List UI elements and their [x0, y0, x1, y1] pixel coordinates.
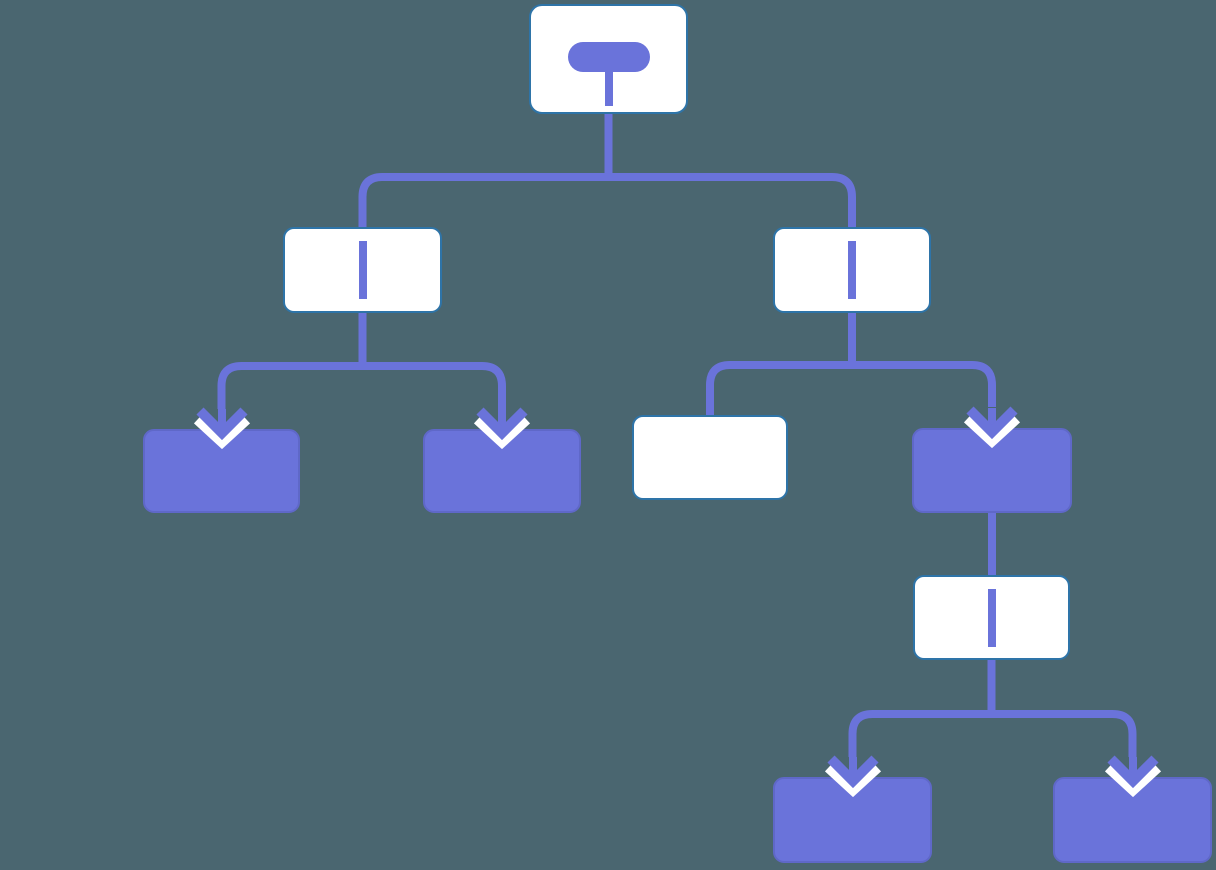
node-target-far-left [143, 407, 300, 513]
node-target-mid-right [912, 406, 1072, 513]
node-branch-lower [913, 575, 1070, 660]
node-start-root [529, 4, 688, 114]
connector-split-top [358, 173, 856, 229]
start-stem [604, 72, 613, 106]
chevron-arrow-icon [473, 407, 531, 450]
node-branch-left [283, 227, 442, 313]
connector-split-left [217, 362, 506, 409]
node-target-mid-left [423, 407, 581, 513]
connector-split-right [706, 361, 996, 417]
pass-through-bar [987, 589, 996, 647]
connector-split-bottom [848, 710, 1137, 757]
pass-through-bar [848, 241, 856, 299]
node-branch-right [773, 227, 931, 313]
start-pill [567, 42, 650, 72]
chevron-arrow-icon [193, 407, 250, 450]
chevron-arrow-icon [824, 755, 881, 798]
chevron-arrow-icon [1104, 755, 1161, 798]
node-target-bottom-right [1053, 755, 1212, 863]
pass-through-bar [358, 241, 367, 299]
node-plain-node [632, 415, 788, 500]
chevron-arrow-icon [963, 406, 1021, 449]
node-target-bottom-left [773, 755, 932, 863]
